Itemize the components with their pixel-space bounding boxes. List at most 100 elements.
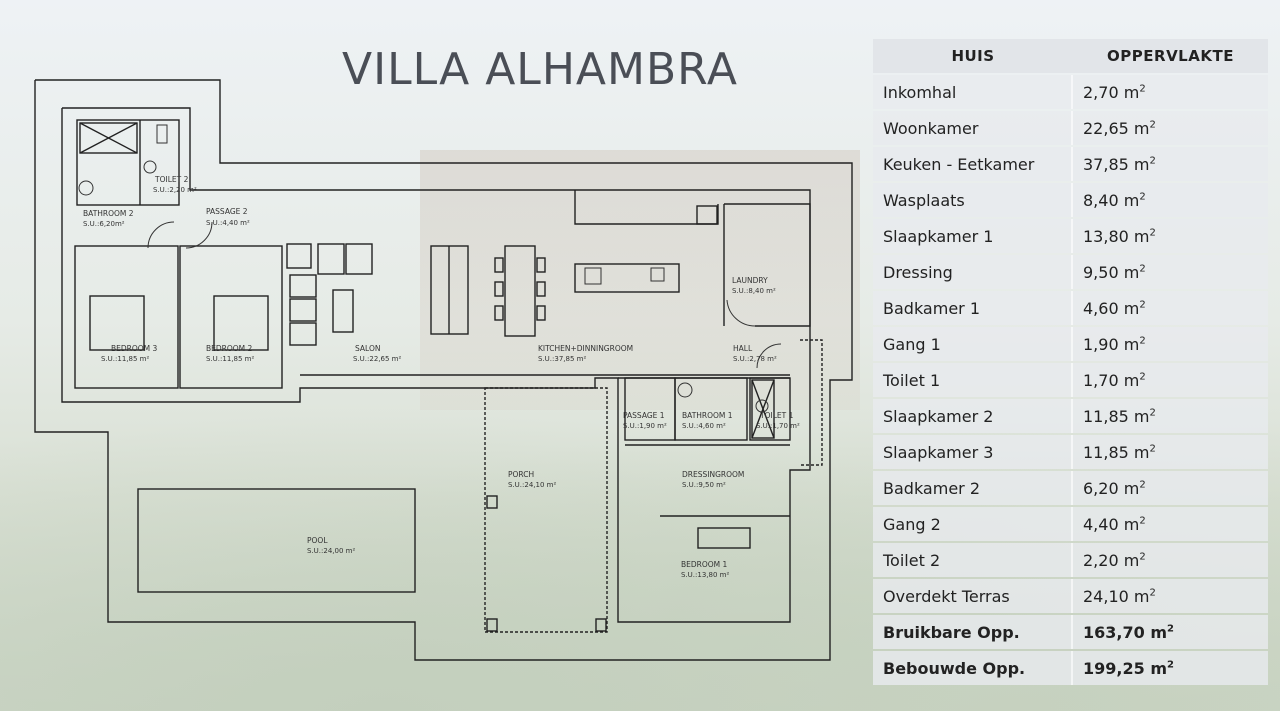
surface-unit-exponent: 2 bbox=[1139, 83, 1146, 95]
room-surface: 4,40 m2 bbox=[1073, 507, 1268, 541]
room-label-pool: POOL bbox=[307, 536, 328, 545]
room-name: Gang 1 bbox=[873, 327, 1073, 361]
surface-value: 2,20 bbox=[1083, 550, 1119, 570]
surface-unit: m bbox=[1123, 370, 1140, 390]
room-name: Inkomhal bbox=[873, 75, 1073, 109]
room-area-porch: S.U.:24,10 m² bbox=[508, 481, 556, 489]
surface-value: 199,25 bbox=[1083, 658, 1145, 678]
room-name: Bruikbare Opp. bbox=[873, 615, 1073, 649]
surface-unit-exponent: 2 bbox=[1149, 119, 1156, 131]
room-area-passage-2: S.U.:4,40 m² bbox=[206, 219, 250, 227]
room-label-toilet-1: TOILET 1 bbox=[759, 411, 794, 420]
surface-value: 1,70 bbox=[1083, 370, 1119, 390]
room-name: Gang 2 bbox=[873, 507, 1073, 541]
surface-unit-exponent: 2 bbox=[1149, 407, 1156, 419]
surface-unit: m bbox=[1133, 442, 1150, 462]
room-label-bathroom-2: BATHROOM 2 bbox=[83, 209, 134, 218]
surface-unit: m bbox=[1150, 658, 1167, 678]
room-surface: 199,25 m2 bbox=[1073, 651, 1268, 685]
surface-unit: m bbox=[1123, 262, 1140, 282]
room-surface: 4,60 m2 bbox=[1073, 291, 1268, 325]
room-area-pool: S.U.:24,00 m² bbox=[307, 547, 355, 555]
surface-value: 9,50 bbox=[1083, 262, 1119, 282]
surface-unit: m bbox=[1123, 82, 1140, 102]
room-area-toilet-2: S.U.:2,20 m² bbox=[153, 186, 197, 194]
surface-value: 1,90 bbox=[1083, 334, 1119, 354]
surface-value: 6,20 bbox=[1083, 478, 1119, 498]
surface-unit: m bbox=[1123, 298, 1140, 318]
room-name: Dressing bbox=[873, 255, 1073, 289]
surface-unit: m bbox=[1123, 334, 1140, 354]
surface-unit-exponent: 2 bbox=[1139, 335, 1146, 347]
surface-unit-exponent: 2 bbox=[1139, 191, 1146, 203]
room-label-porch: PORCH bbox=[508, 470, 534, 479]
room-surface: 163,70 m2 bbox=[1073, 615, 1268, 649]
room-label-passage-1: PASSAGE 1 bbox=[623, 411, 665, 420]
room-label-laundry: LAUNDRY bbox=[732, 276, 768, 285]
table-row: Bebouwde Opp.199,25 m2 bbox=[873, 651, 1268, 685]
room-name: Woonkamer bbox=[873, 111, 1073, 145]
room-area-bedroom-1: S.U.:13,80 m² bbox=[681, 571, 729, 579]
surface-unit-exponent: 2 bbox=[1167, 623, 1174, 635]
room-label-bedroom-2: BEDROOM 2 bbox=[206, 344, 253, 353]
surface-unit: m bbox=[1123, 478, 1140, 498]
surface-value: 163,70 bbox=[1083, 622, 1145, 642]
surface-unit-exponent: 2 bbox=[1167, 659, 1174, 671]
room-area-kitchen: S.U.:37,85 m² bbox=[538, 355, 586, 363]
surface-value: 11,85 bbox=[1083, 406, 1129, 426]
surface-unit-exponent: 2 bbox=[1139, 515, 1146, 527]
surface-value: 4,40 bbox=[1083, 514, 1119, 534]
room-name: Bebouwde Opp. bbox=[873, 651, 1073, 685]
room-name: Badkamer 1 bbox=[873, 291, 1073, 325]
room-surface: 24,10 m2 bbox=[1073, 579, 1268, 613]
surface-unit: m bbox=[1123, 514, 1140, 534]
room-label-bathroom-1: BATHROOM 1 bbox=[682, 411, 733, 420]
room-label-bedroom-1: BEDROOM 1 bbox=[681, 560, 728, 569]
room-name: Badkamer 2 bbox=[873, 471, 1073, 505]
room-area-dressingroom: S.U.:9,50 m² bbox=[682, 481, 726, 489]
surface-unit-exponent: 2 bbox=[1149, 227, 1156, 239]
room-label-passage-2: PASSAGE 2 bbox=[206, 207, 248, 216]
surface-value: 13,80 bbox=[1083, 226, 1129, 246]
room-label-salon: SALON bbox=[355, 344, 380, 353]
page-title: VILLA ALHAMBRA bbox=[342, 44, 739, 95]
room-surface: 11,85 m2 bbox=[1073, 399, 1268, 433]
room-name: Toilet 2 bbox=[873, 543, 1073, 577]
room-surface: 11,85 m2 bbox=[1073, 435, 1268, 469]
surface-unit-exponent: 2 bbox=[1149, 587, 1156, 599]
surface-unit-exponent: 2 bbox=[1139, 263, 1146, 275]
room-area-laundry: S.U.:8,40 m² bbox=[732, 287, 776, 295]
room-area-salon: S.U.:22,65 m² bbox=[353, 355, 401, 363]
room-area-bedroom-2: S.U.:11,85 m² bbox=[206, 355, 254, 363]
surface-unit: m bbox=[1123, 190, 1140, 210]
room-label-toilet-2: TOILET 2 bbox=[154, 175, 189, 184]
room-surface: 2,70 m2 bbox=[1073, 75, 1268, 109]
surface-value: 2,70 bbox=[1083, 82, 1119, 102]
surface-unit-exponent: 2 bbox=[1139, 299, 1146, 311]
room-surface: 37,85 m2 bbox=[1073, 147, 1268, 181]
room-name: Slaapkamer 2 bbox=[873, 399, 1073, 433]
room-surface: 2,20 m2 bbox=[1073, 543, 1268, 577]
floor-plan: BATHROOM 2 S.U.:6,20m² TOILET 2 S.U.:2,2… bbox=[34, 79, 853, 661]
surface-value: 37,85 bbox=[1083, 154, 1129, 174]
surface-unit: m bbox=[1150, 622, 1167, 642]
room-label-hall: HALL bbox=[733, 344, 753, 353]
room-area-bathroom-1: S.U.:4,60 m² bbox=[682, 422, 726, 430]
room-surface: 8,40 m2 bbox=[1073, 183, 1268, 217]
surface-unit: m bbox=[1133, 226, 1150, 246]
surface-unit: m bbox=[1133, 586, 1150, 606]
room-name: Overdekt Terras bbox=[873, 579, 1073, 613]
room-area-passage-1: S.U.:1,90 m² bbox=[623, 422, 667, 430]
surface-unit-exponent: 2 bbox=[1139, 551, 1146, 563]
